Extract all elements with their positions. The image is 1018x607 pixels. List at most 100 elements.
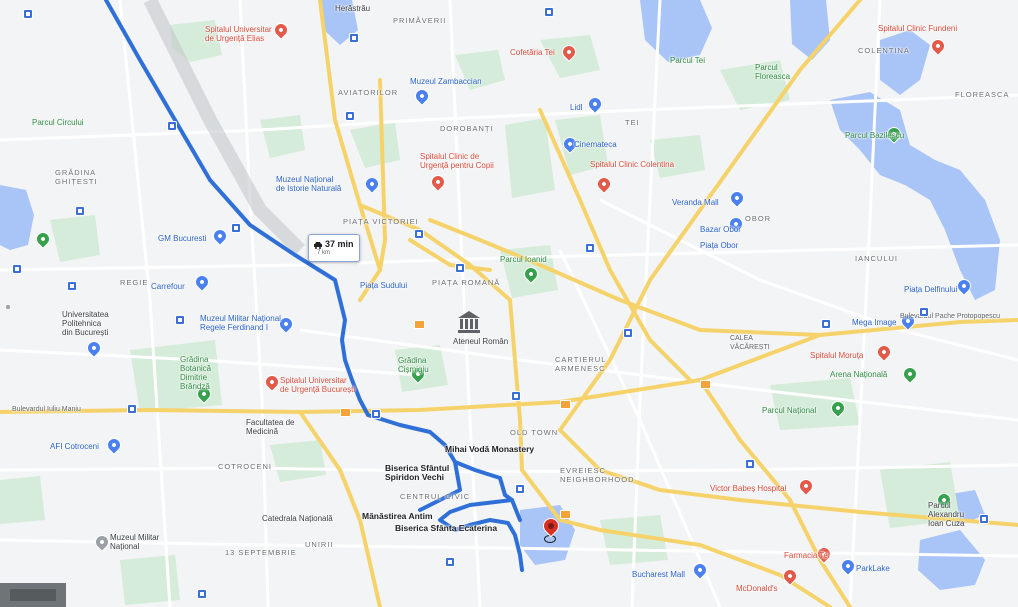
- poi-label: Universitatea Politehnica din București: [62, 310, 109, 337]
- poi-label: Parcul Floreasca: [755, 63, 791, 81]
- road-shield-icon: [560, 510, 571, 519]
- metro-station-icon[interactable]: [372, 410, 380, 418]
- poi-label: Cinemateca: [574, 140, 617, 149]
- metro-station-icon[interactable]: [920, 308, 928, 316]
- route-stop-label: Biserica Sfânta Ecaterina: [395, 523, 498, 533]
- district-label: DOROBANȚI: [440, 124, 494, 133]
- poi-label: Arena Națională: [830, 370, 888, 379]
- metro-station-icon[interactable]: [512, 392, 520, 400]
- destination-shadow: [544, 535, 556, 543]
- metro-station-icon[interactable]: [13, 265, 21, 273]
- metro-station-icon[interactable]: [198, 590, 206, 598]
- poi-label: Parcul Tei: [670, 56, 705, 65]
- route-duration-badge[interactable]: 37 min 7 km: [308, 234, 360, 262]
- layers-thumbnail-button[interactable]: [0, 583, 66, 607]
- metro-station-icon[interactable]: [415, 230, 423, 238]
- district-label: OBOR: [745, 214, 772, 223]
- poi-label: GM Bucuresti: [158, 234, 207, 243]
- district-label: AVIATORILOR: [338, 88, 399, 97]
- poi-label: Grădina Cișmigiu: [398, 356, 429, 374]
- metro-station-icon[interactable]: [350, 34, 358, 42]
- metro-station-icon[interactable]: [232, 224, 240, 232]
- poi-label: Ateneul Român: [453, 337, 509, 346]
- poi-label: Mega Image: [852, 318, 897, 327]
- metro-station-icon[interactable]: [128, 405, 136, 413]
- poi-label: Spitalul Clinic Fundeni: [878, 24, 958, 33]
- landmark-building-icon[interactable]: [456, 309, 482, 335]
- poi-label: Bazar Obor: [700, 225, 741, 234]
- district-label: CENTRUL CIVIC: [400, 492, 471, 501]
- poi-label: Parcul Bazilescu: [845, 131, 905, 140]
- route-distance: 7 km: [317, 250, 331, 256]
- poi-label: AFI Cotroceni: [50, 442, 99, 451]
- poi-label: Muzeul Militar Național: [110, 533, 160, 551]
- metro-station-icon[interactable]: [168, 122, 176, 130]
- poi-label: Lidl: [570, 103, 583, 112]
- metro-station-icon[interactable]: [624, 329, 632, 337]
- district-label: GRĂDINA GHIȚESTI: [55, 168, 98, 186]
- district-label: EVREIESC NEIGHBORHOOD: [560, 466, 635, 484]
- road-shield-icon: [340, 408, 351, 417]
- route-stop-label: Biserica Sfântul Spiridon Vechi: [385, 463, 450, 482]
- poi-label: Parcul Național: [762, 406, 817, 415]
- street-label: Bulevardul Pache Protopopescu: [900, 313, 1001, 320]
- metro-station-icon[interactable]: [446, 558, 454, 566]
- metro-station-icon[interactable]: [586, 244, 594, 252]
- poi-label: Spitalul Universitar de Urgență Bucureșt…: [280, 376, 356, 394]
- street-label: Bulevardul Iuliu Maniu: [12, 406, 81, 413]
- district-label: 13 SEPTEMBRIE: [225, 548, 297, 557]
- district-label: PIAȚA VICTORIEI: [343, 217, 419, 226]
- district-label: FLOREASCA: [955, 90, 1010, 99]
- metro-station-icon[interactable]: [822, 320, 830, 328]
- metro-station-icon[interactable]: [456, 264, 464, 272]
- driving-route: [104, 0, 524, 572]
- metro-station-icon[interactable]: [24, 10, 32, 18]
- poi-label: Veranda Mall: [672, 198, 719, 207]
- poi-label: Piața Obor: [700, 241, 739, 250]
- district-label: IANCULUI: [855, 254, 899, 263]
- poi-label: Victor Babeș Hospital: [710, 484, 787, 493]
- district-label: UNIRII: [305, 540, 334, 549]
- poi-label: Spitalul Clinic de Urgență pentru Copii: [420, 152, 494, 170]
- metro-station-icon[interactable]: [746, 460, 754, 468]
- map-control-dot[interactable]: [6, 305, 10, 309]
- district-label: PIAȚA ROMANĂ: [432, 278, 501, 287]
- poi-label: Parcul Ioanid: [500, 255, 547, 264]
- district-label: COLENTINA: [858, 46, 910, 55]
- road-shield-icon: [560, 400, 571, 409]
- poi-label: Spitalul Universitar de Urgență Elias: [205, 25, 272, 43]
- poi-label: Herăstrău: [335, 4, 371, 13]
- poi-label: ParkLake: [856, 564, 890, 573]
- street-label: CALEA VĂCĂREȘTI: [730, 335, 770, 351]
- poi-label: Bucharest Mall: [632, 570, 685, 579]
- metro-station-icon[interactable]: [76, 207, 84, 215]
- metro-station-icon[interactable]: [516, 485, 524, 493]
- metro-station-icon[interactable]: [980, 515, 988, 523]
- railway: [143, 0, 305, 255]
- poi-label: Carrefour: [151, 282, 185, 291]
- district-label: TEI: [625, 118, 640, 127]
- poi-label: McDonald's: [736, 584, 778, 593]
- poi-label: Spitalul Clinic Colentina: [590, 160, 675, 169]
- car-icon: [314, 242, 322, 249]
- poi-label: Farmacia Tei: [784, 551, 830, 560]
- district-label: COTROCENI: [218, 462, 272, 471]
- poi-label: Catedrala Națională: [262, 514, 333, 523]
- poi-label: Parcul Circului: [32, 118, 84, 127]
- poi-label: Grădina Botanică Dimitrie Brândză: [180, 355, 212, 391]
- metro-station-icon[interactable]: [545, 8, 553, 16]
- metro-station-icon[interactable]: [176, 316, 184, 324]
- route-duration: 37 min: [325, 239, 354, 249]
- poi-label: Spitalul Moruța: [810, 351, 864, 360]
- district-label: CARTIERUL ARMENESC: [555, 355, 607, 373]
- metro-station-icon[interactable]: [68, 282, 76, 290]
- poi-label: Muzeul Național de Istorie Naturală: [276, 175, 342, 193]
- poi-label: Piața Delfinului: [904, 285, 958, 294]
- metro-station-icon[interactable]: [346, 112, 354, 120]
- road-shield-icon: [414, 320, 425, 329]
- poi-label: Cofetăria Tei: [510, 48, 555, 57]
- poi-label: Muzeul Zambaccian: [410, 77, 482, 86]
- district-label: PRIMĂVERII: [393, 16, 447, 25]
